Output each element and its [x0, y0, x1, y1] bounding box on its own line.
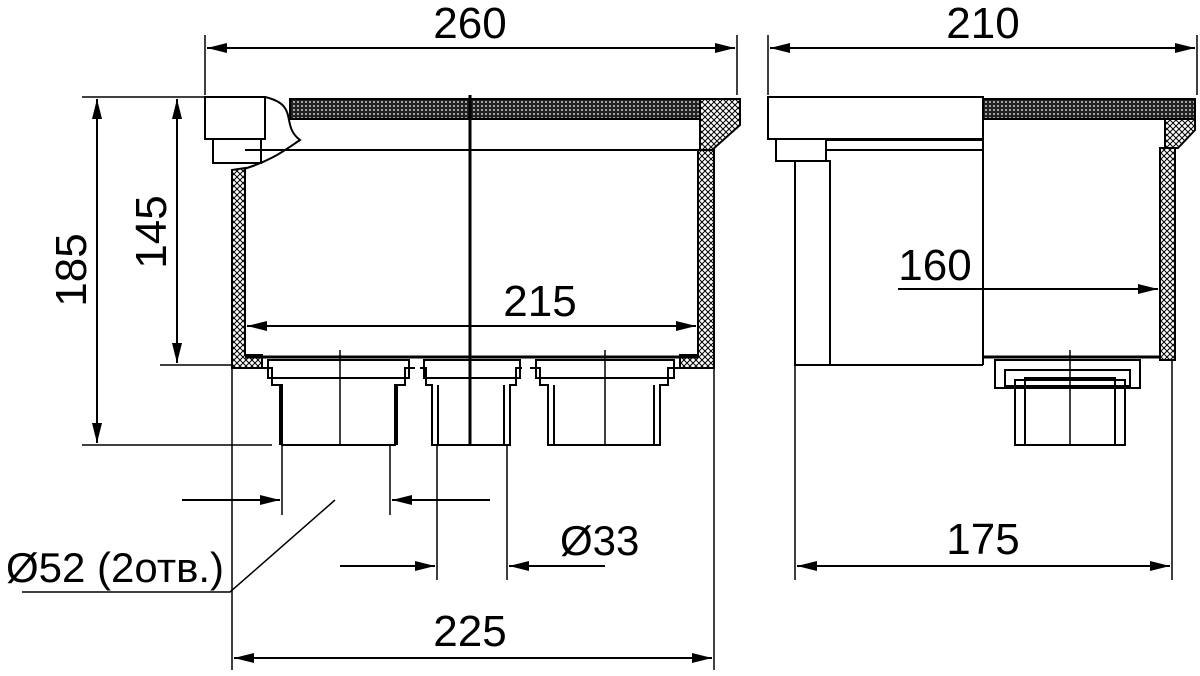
label-260: 260	[433, 0, 506, 48]
label-210: 210	[946, 0, 1019, 48]
outlet-right	[530, 350, 680, 446]
front-body-right-wall	[679, 149, 715, 369]
label-175: 175	[946, 515, 1019, 564]
label-145: 145	[127, 195, 176, 268]
side-lid-gasket	[982, 98, 1196, 120]
dimension-labels: 260 210 185 145 215 160 225 175 Ø52 (2от…	[6, 0, 1020, 656]
label-225: 225	[433, 607, 506, 656]
side-body-left	[794, 160, 831, 366]
side-lid-cap	[767, 96, 984, 140]
label-185: 185	[47, 233, 96, 306]
outlet-middle	[420, 359, 522, 446]
front-lid-cap	[204, 96, 266, 140]
side-view	[767, 96, 1196, 446]
label-outlet-52: Ø52 (2отв.)	[6, 544, 224, 591]
side-lid-edge	[1164, 118, 1196, 149]
front-lid-gasket	[289, 98, 731, 120]
side-body-right-wall	[1159, 147, 1176, 361]
front-body-left-wall	[231, 166, 263, 369]
outlet-left	[262, 350, 415, 446]
front-lid-break	[239, 96, 302, 171]
leader-52	[22, 499, 336, 593]
label-215: 215	[503, 277, 576, 326]
dimension-lines	[22, 35, 1198, 670]
label-160: 160	[898, 241, 971, 290]
side-lid-clip	[775, 138, 827, 162]
front-view	[204, 95, 741, 446]
front-lid-edge	[699, 98, 741, 151]
label-outlet-33: Ø33	[560, 517, 639, 564]
side-outlet	[994, 350, 1141, 446]
